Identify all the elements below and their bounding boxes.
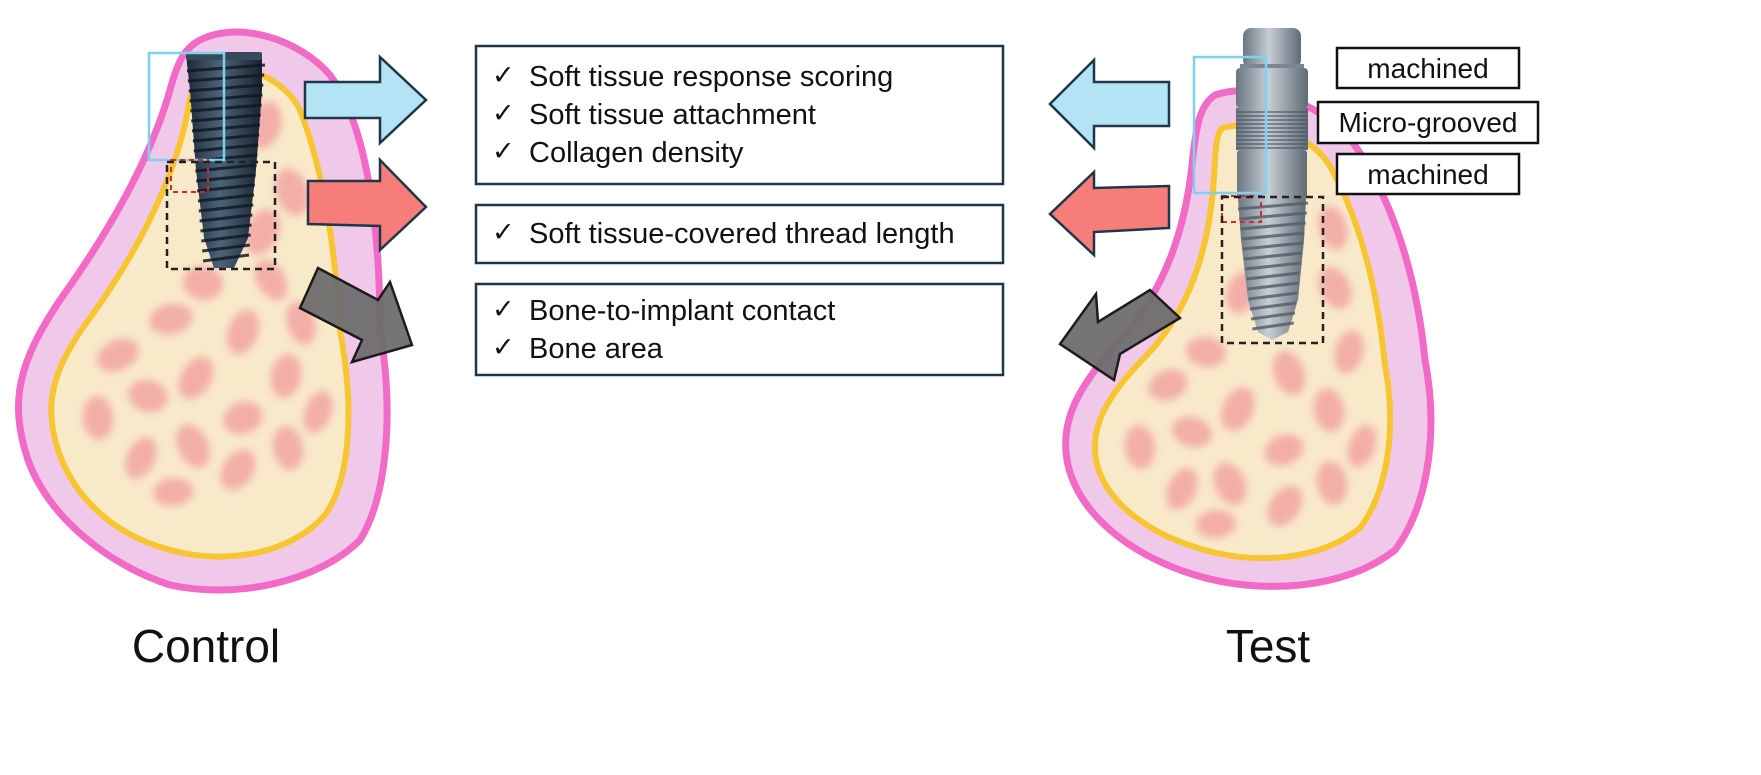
implant-thread — [196, 183, 256, 193]
zone-label-micro-grooved: Micro-grooved — [1316, 100, 1540, 145]
test-soft-tissue-region-box — [1192, 55, 1268, 195]
svg-text:Micro-grooved: Micro-grooved — [1339, 107, 1518, 138]
criterion-soft-tissue-covered-thread-length: Soft tissue-covered thread length — [529, 218, 955, 250]
implant-thread — [198, 203, 254, 213]
implant-thread — [1248, 291, 1298, 301]
implant-thread — [1240, 221, 1306, 231]
implant-thread — [1243, 251, 1303, 261]
test-bone-marrow — [1124, 206, 1377, 539]
criteria-soft-tissue-box: ✓ Soft tissue response scoring ✓ Soft ti… — [474, 44, 1005, 186]
criterion-soft-tissue-attachment: Soft tissue attachment — [529, 99, 816, 131]
implant-thread — [199, 213, 253, 223]
implant-thread — [189, 93, 263, 103]
control-label: Control — [132, 620, 280, 672]
svg-text:machined: machined — [1367, 159, 1488, 190]
control-junction-region-box — [170, 159, 209, 193]
check-icon: ✓ — [492, 332, 515, 363]
test-implant — [1236, 28, 1309, 340]
implant-thread — [200, 223, 252, 233]
test-bone-arrow — [1058, 288, 1183, 383]
implant-thread — [1244, 261, 1302, 271]
implant-thread — [191, 123, 261, 133]
test-collar-lower-machined — [1237, 150, 1307, 198]
control-bone-arrow — [298, 266, 414, 364]
control-soft-tissue-region-box — [147, 51, 226, 162]
test-abutment — [1243, 28, 1301, 68]
implant-thread — [197, 193, 255, 203]
implant-thread — [1249, 301, 1297, 311]
zone-label-machined-top: machined — [1335, 46, 1521, 90]
zone-label-machined-bottom: machined — [1335, 152, 1521, 196]
implant-thread — [201, 233, 251, 243]
criterion-soft-tissue-response-scoring: Soft tissue response scoring — [529, 61, 893, 93]
check-icon: ✓ — [492, 136, 515, 167]
implant-thread — [1246, 271, 1300, 281]
test-bone — [1091, 122, 1394, 562]
implant-thread — [187, 73, 265, 83]
svg-text:machined: machined — [1367, 53, 1488, 84]
test-collar-upper-machined — [1236, 68, 1308, 108]
implant-thread — [1242, 241, 1304, 251]
test-collar-micro-grooved — [1236, 108, 1308, 150]
implant-thread — [186, 63, 266, 73]
test-bone-region-box — [1220, 195, 1325, 345]
implant-thread — [1250, 311, 1296, 321]
check-icon: ✓ — [492, 217, 515, 248]
control-soft-tissue-arrow — [303, 54, 428, 146]
control-bone-region-box — [165, 160, 277, 271]
criteria-bone-box: ✓ Bone-to-implant contact ✓ Bone area — [474, 282, 1005, 377]
check-icon: ✓ — [492, 60, 515, 91]
implant-thread — [192, 133, 260, 143]
test-soft-tissue-arrow — [1048, 56, 1171, 152]
implant-thread — [1247, 281, 1299, 291]
criterion-collagen-density: Collagen density — [529, 137, 744, 169]
test-thread-arrow — [1048, 169, 1171, 258]
criteria-thread-box: ✓ Soft tissue-covered thread length — [474, 203, 1005, 265]
implant-thread — [1241, 231, 1305, 241]
implant-thread — [201, 243, 251, 253]
control-specimen — [15, 28, 391, 594]
implant-thread — [202, 253, 250, 263]
implant-thread — [190, 103, 262, 113]
implant-thread — [1239, 211, 1307, 221]
test-label: Test — [1226, 620, 1311, 672]
criterion-bone-to-implant-contact: Bone-to-implant contact — [529, 295, 835, 327]
implant-thread — [188, 83, 264, 93]
implant-thread — [196, 173, 256, 183]
implant-thread — [195, 163, 257, 173]
check-icon: ✓ — [492, 98, 515, 129]
criterion-bone-area: Bone area — [529, 333, 664, 365]
test-specimen — [1062, 28, 1435, 590]
implant-thread — [191, 113, 261, 123]
implant-thread — [1252, 321, 1294, 331]
implant-thread — [193, 143, 259, 153]
control-thread-arrow — [306, 156, 428, 253]
check-icon: ✓ — [492, 294, 515, 325]
implant-thread — [1237, 201, 1309, 211]
